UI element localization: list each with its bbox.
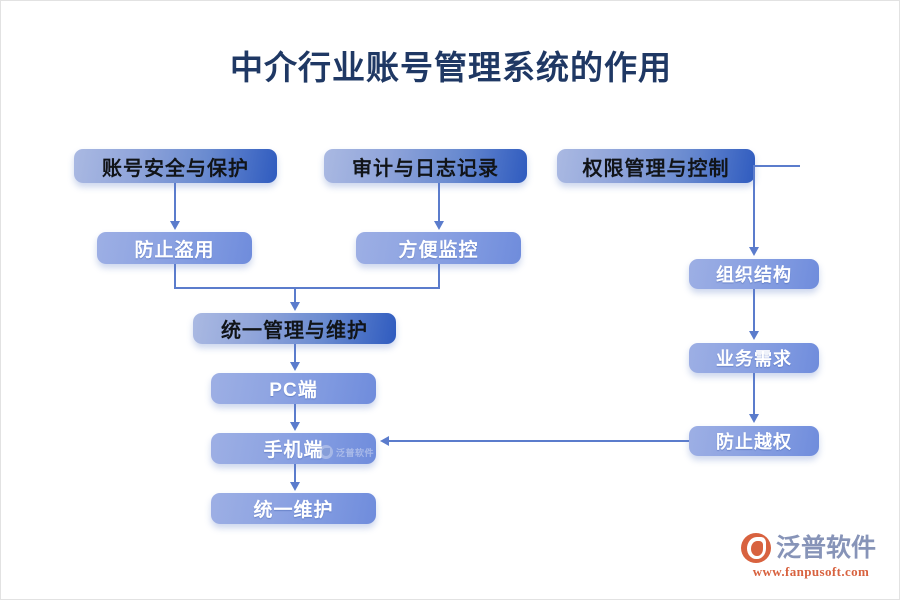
connector-pc-to-mobile	[294, 404, 296, 423]
node-permission-control[interactable]: 权限管理与控制	[557, 149, 755, 183]
arrowhead-permission-to-org	[749, 247, 759, 256]
connector-security-to-theft	[174, 183, 176, 222]
brand-logo: 泛普软件 www.fanpusoft.com	[741, 531, 881, 587]
arrowhead-overreach-to-mobile	[380, 436, 389, 446]
connector-mobile-to-maintain	[294, 464, 296, 483]
arrowhead-merge-to-unified	[290, 302, 300, 311]
arrowhead-org-to-business	[749, 331, 759, 340]
connector-monitor-drop	[438, 264, 440, 288]
node-pc-client[interactable]: PC端	[211, 373, 376, 404]
connector-theft-drop	[174, 264, 176, 288]
arrowhead-pc-to-mobile	[290, 422, 300, 431]
connector-permission-right	[755, 165, 800, 167]
connector-audit-to-monitor	[438, 183, 440, 222]
connector-merge-to-unified	[294, 287, 296, 303]
brand-url: www.fanpusoft.com	[752, 564, 870, 579]
node-prevent-theft[interactable]: 防止盗用	[97, 232, 252, 264]
node-org-structure[interactable]: 组织结构	[689, 259, 819, 289]
node-easy-monitor[interactable]: 方便监控	[356, 232, 521, 264]
node-unified-manage[interactable]: 统一管理与维护	[193, 313, 396, 344]
connector-org-to-business	[753, 289, 755, 332]
node-audit-log[interactable]: 审计与日志记录	[324, 149, 527, 183]
node-account-security[interactable]: 账号安全与保护	[74, 149, 277, 183]
node-mobile-client[interactable]: 手机端	[211, 433, 376, 464]
connector-permission-down	[753, 165, 755, 248]
page-title: 中介行业账号管理系统的作用	[230, 49, 672, 86]
node-unified-maintain[interactable]: 统一维护	[211, 493, 376, 524]
connector-business-to-overreach	[753, 373, 755, 415]
arrowhead-security-to-theft	[170, 221, 180, 230]
arrowhead-audit-to-monitor	[434, 221, 444, 230]
arrowhead-business-to-overreach	[749, 414, 759, 423]
node-business-need[interactable]: 业务需求	[689, 343, 819, 373]
arrowhead-unified-to-pc	[290, 362, 300, 371]
node-prevent-overreach[interactable]: 防止越权	[689, 426, 819, 456]
connector-merge-bar	[174, 287, 440, 289]
brand-logo-row: 泛普软件	[741, 531, 881, 565]
connector-unified-to-pc	[294, 344, 296, 363]
fanpu-leaf-icon	[741, 533, 771, 563]
brand-name: 泛普软件	[776, 534, 877, 562]
connector-overreach-to-mobile	[389, 440, 689, 442]
arrowhead-mobile-to-maintain	[290, 482, 300, 491]
